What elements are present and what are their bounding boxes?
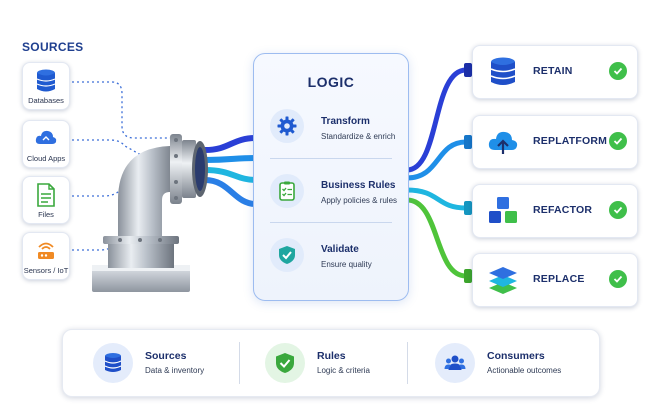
layers-icon — [489, 267, 517, 294]
database-icon — [104, 353, 122, 372]
step-subtitle: Ensure quality — [321, 260, 372, 269]
summary-bar: Sources Data & inventory Rules Logic & c… — [62, 329, 600, 397]
summary-title: Sources — [145, 350, 187, 362]
cloud-icon — [35, 130, 57, 144]
output-streams — [404, 67, 469, 279]
source-label: Files — [38, 210, 54, 219]
outcome-refactor[interactable]: REFACTOR — [472, 184, 638, 238]
step-subtitle: Apply policies & rules — [321, 196, 398, 205]
business-rules-icon-badge — [270, 174, 304, 208]
logic-panel: LOGIC Transform Standardize & enrich — [253, 53, 409, 301]
step-title: Validate — [321, 244, 359, 255]
summary-subtitle: Actionable outcomes — [487, 366, 562, 375]
check-icon — [609, 132, 627, 150]
shield-check-icon — [279, 246, 295, 264]
source-label: Databases — [28, 96, 64, 105]
summary-title: Consumers — [487, 350, 545, 362]
check-icon — [609, 270, 627, 288]
summary-subtitle: Logic & criteria — [317, 366, 370, 375]
input-streams — [202, 135, 259, 207]
outcome-label: REPLACE — [533, 273, 585, 285]
database-icon — [490, 57, 516, 85]
sensor-icon — [38, 242, 54, 259]
outcome-replatform[interactable]: REPLATFORM — [472, 115, 638, 169]
users-icon — [444, 355, 466, 370]
outcome-label: REPLATFORM — [533, 135, 608, 147]
step-title: Transform — [321, 116, 370, 127]
source-databases[interactable]: Databases — [22, 62, 70, 110]
consumers-icon-badge — [435, 343, 475, 383]
summary-subtitle: Data & inventory — [145, 366, 205, 375]
logic-title: LOGIC — [307, 74, 355, 90]
check-icon — [609, 201, 627, 219]
checklist-icon — [279, 181, 295, 201]
source-label: Cloud Apps — [26, 154, 66, 163]
shield-check-icon — [276, 353, 294, 373]
outcome-replace[interactable]: REPLACE — [472, 253, 638, 307]
source-files[interactable]: Files — [22, 176, 70, 224]
sources-heading: SOURCES — [22, 40, 84, 54]
divider — [270, 222, 392, 223]
pipe-illustration — [92, 134, 208, 292]
check-icon — [609, 62, 627, 80]
outcome-label: REFACTOR — [533, 204, 593, 216]
divider — [270, 158, 392, 159]
outcome-retain[interactable]: RETAIN — [472, 45, 638, 99]
rules-icon-badge — [265, 343, 305, 383]
validate-icon-badge — [270, 238, 304, 272]
step-subtitle: Standardize & enrich — [321, 132, 396, 141]
outcome-label: RETAIN — [533, 65, 573, 77]
summary-title: Rules — [317, 350, 346, 362]
divider — [239, 342, 240, 384]
sources-icon-badge — [93, 343, 133, 383]
divider — [407, 342, 408, 384]
transform-icon-badge — [270, 109, 304, 143]
cloud-upload-icon — [488, 131, 518, 154]
source-sensors-iot[interactable]: Sensors / IoT — [22, 232, 70, 280]
cubes-icon — [489, 197, 517, 223]
database-icon — [36, 69, 56, 92]
gear-icon — [277, 116, 297, 136]
step-title: Business Rules — [321, 180, 396, 191]
source-label: Sensors / IoT — [23, 266, 69, 275]
source-cloud-apps[interactable]: Cloud Apps — [22, 120, 70, 168]
output-connectors — [464, 63, 472, 283]
file-icon — [37, 183, 55, 207]
